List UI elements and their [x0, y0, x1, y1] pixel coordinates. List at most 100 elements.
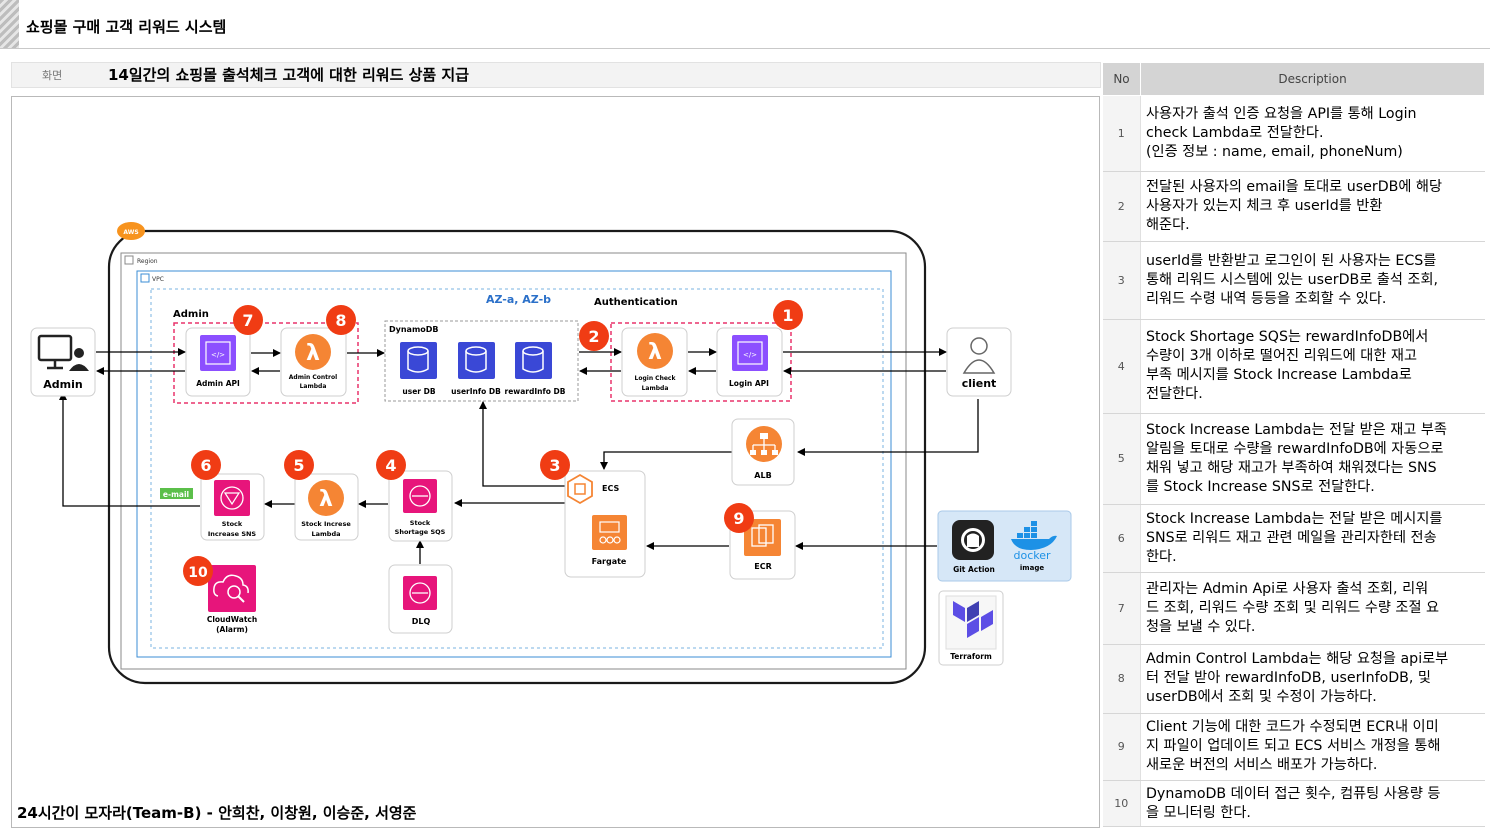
aws-cloud-boundary	[107, 229, 927, 685]
user-db-node: user DB	[400, 342, 437, 396]
header-stripe-decoration	[0, 0, 19, 48]
row-number: 6	[1102, 504, 1141, 574]
sns-icon	[214, 480, 250, 516]
login-api-label: Login API	[729, 379, 769, 388]
stock-lambda-label-2: Lambda	[312, 530, 341, 538]
login-api-node: </> Login API	[716, 327, 783, 397]
description-line: 수량이 3개 이하로 떨어진 리워드에 대한 재고	[1146, 348, 1418, 365]
step-marker-5: 5	[284, 450, 314, 480]
sns-label-2: Increase SNS	[208, 530, 257, 538]
description-line: 한다.	[1146, 548, 1177, 565]
svg-text:</>: </>	[211, 351, 225, 359]
row-description: Stock Increase Lambda는 전달 받은 메시지를 SNS로 리워…	[1140, 504, 1485, 574]
svg-text:5: 5	[293, 456, 304, 475]
api-gateway-icon	[200, 335, 236, 371]
table-header-row: No Description	[1102, 62, 1485, 96]
step-marker-4: 4	[376, 450, 406, 480]
terraform-label: Terraform	[950, 652, 992, 661]
svg-text:4: 4	[385, 456, 396, 475]
step-marker-1: 1	[773, 300, 803, 330]
stock-lambda-label-1: Stock Increse	[301, 520, 351, 528]
api-gateway-icon	[732, 335, 768, 371]
docker-word: docker	[1013, 549, 1051, 562]
edge-ecs-to-dynamodb	[479, 401, 566, 487]
row-number: 9	[1102, 713, 1141, 782]
svg-text:AWS: AWS	[123, 229, 138, 236]
screen-title: 14일간의 쇼핑몰 출석체크 고객에 대한 리워드 상품 지급	[108, 66, 470, 84]
email-tag: e-mail	[160, 488, 193, 499]
step-marker-7: 7	[233, 305, 263, 335]
row-number: 10	[1102, 780, 1141, 827]
admin-api-label: Admin API	[196, 379, 240, 388]
admin-control-lambda-label-2: Lambda	[300, 383, 327, 390]
description-line: userId를 반환받고 로그인이 된 사용자는 ECS를	[1146, 252, 1437, 269]
step-marker-2: 2	[579, 321, 609, 351]
ci-panel: Git Action docker image	[937, 510, 1072, 582]
cloudwatch-node: CloudWatch (Alarm)	[207, 565, 257, 634]
description-line: Stock Increase Lambda는 전달 받은 메시지를	[1146, 510, 1443, 527]
rewardinfo-db-node: rewardInfo DB	[505, 342, 566, 396]
description-line: 해준다.	[1146, 216, 1190, 233]
region-label: Region	[137, 258, 158, 265]
ecs-fargate-node: ECS Fargate	[564, 470, 646, 578]
stock-shortage-sqs-node: Stock Shortage SQS	[388, 470, 453, 542]
admin-control-lambda-label-1: Admin Control	[289, 374, 337, 381]
step-marker-3: 3	[540, 450, 570, 480]
description-line: (인증 정보 : name, email, phoneNum)	[1146, 143, 1403, 160]
fargate-label: Fargate	[592, 557, 627, 566]
description-line: 통해 리워드 시스템에 있는 userDB로 출석 조회,	[1146, 271, 1439, 288]
userinfo-db-node: userInfo DB	[451, 342, 501, 396]
auth-group-label: Authentication	[594, 297, 678, 308]
description-line: Stock Shortage SQS는 rewardInfoDB에서	[1146, 329, 1429, 346]
svg-text:3: 3	[549, 456, 560, 475]
svg-text:10: 10	[188, 565, 208, 581]
stock-increase-lambda-node: λ Stock Increse Lambda	[294, 473, 359, 541]
description-line: 사용자가 있는지 체크 후 userId를 반환	[1146, 197, 1383, 214]
description-line: 리워드 수령 내역 등등을 조회할 수 있다.	[1146, 290, 1387, 307]
region-boundary	[120, 252, 907, 670]
step-marker-8: 8	[326, 305, 356, 335]
description-line: 새로운 버전의 서비스 배포가 가능하다.	[1146, 757, 1378, 774]
description-line: 터 전달 받아 rewardInfoDB, userInfoDB, 및	[1146, 670, 1431, 687]
edge-sns-to-admin	[59, 392, 200, 507]
header-bar	[0, 0, 1490, 49]
description-line: 전달한다.	[1146, 386, 1203, 403]
svg-text:e-mail: e-mail	[163, 490, 189, 499]
description-line: 부족 메시지를 Stock Increase Lambda로	[1146, 367, 1412, 384]
login-check-lambda-label-1: Login Check	[635, 375, 677, 382]
vpc-label: VPC	[152, 276, 164, 283]
row-number: 3	[1102, 241, 1141, 320]
docker-icon	[1011, 521, 1057, 550]
description-line: 드 조회, 리워드 수량 조회 및 리워드 수량 조절 요	[1146, 600, 1440, 617]
description-line: Admin Control Lambda는 해당 요청을 api로부	[1146, 651, 1449, 668]
description-line: 을 모니터링 한다.	[1146, 804, 1251, 821]
cloudwatch-icon	[208, 565, 256, 612]
ecs-label: ECS	[602, 484, 619, 493]
dlq-node: DLQ	[388, 564, 453, 634]
client-actor-label: client	[962, 377, 997, 390]
sns-label-1: Stock	[222, 520, 243, 528]
docker-image-label: image	[1020, 564, 1044, 572]
description-line: 관리자는 Admin Api로 사용자 출석 조회, 리워	[1146, 581, 1429, 598]
lambda-icon	[308, 480, 344, 516]
header-description: Description	[1140, 62, 1485, 96]
row-number: 7	[1102, 572, 1141, 645]
description-line: SNS로 리워드 재고 관련 메일을 관리자한테 전송	[1146, 529, 1437, 546]
svg-text:λ: λ	[648, 340, 662, 365]
cloudwatch-label-1: CloudWatch	[207, 615, 257, 624]
terraform-icon	[953, 601, 993, 638]
admin-control-lambda-node: λ Admin Control Lambda	[280, 327, 347, 397]
